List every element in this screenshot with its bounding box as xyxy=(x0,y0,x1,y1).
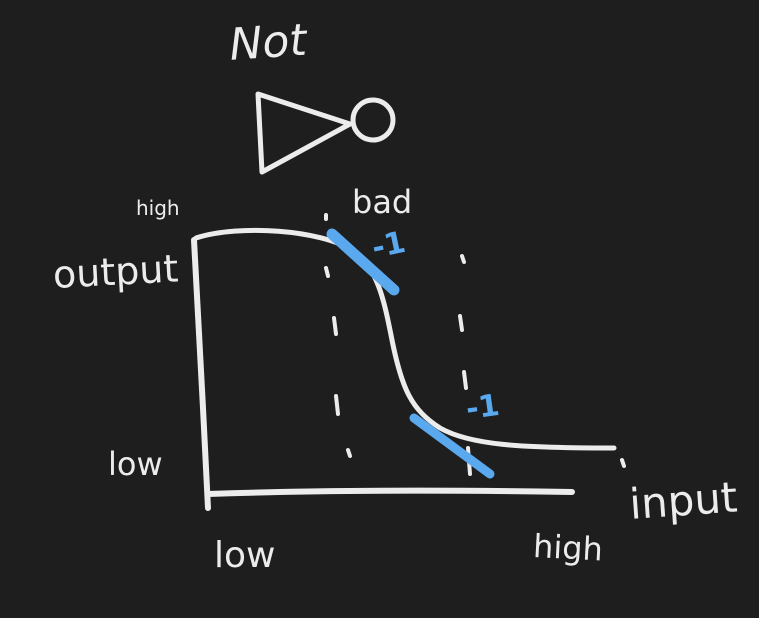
tangent-highlights xyxy=(326,228,495,479)
boundary-dash xyxy=(332,316,338,336)
x-axis-high-label: high xyxy=(532,527,604,569)
y-axis-high-label: high xyxy=(136,196,180,220)
boundary-dash xyxy=(324,266,330,278)
boundary-dash xyxy=(620,458,626,468)
boundary-dash xyxy=(334,394,340,416)
x-axis-line xyxy=(205,487,575,497)
tangent-line-lower-icon xyxy=(409,413,495,479)
y-axis-label: output xyxy=(51,246,180,297)
x-axis-label: input xyxy=(627,472,739,529)
not-gate-bubble xyxy=(350,97,396,143)
boundary-dash xyxy=(460,254,466,264)
region-boundaries xyxy=(324,213,626,476)
boundary-dash xyxy=(462,370,468,390)
boundary-dash xyxy=(458,314,464,332)
transfer-curve xyxy=(193,227,617,451)
not-gate-triangle xyxy=(255,91,353,175)
bad-region-label: bad xyxy=(352,183,413,221)
y-axis-low-label: low xyxy=(108,445,163,483)
boundary-dash xyxy=(346,448,352,458)
slope-label-lower: -1 xyxy=(463,387,502,428)
axes xyxy=(191,237,575,511)
not-gate-icon xyxy=(255,91,396,175)
tangent-line-upper-icon xyxy=(326,228,400,296)
diagram-title: Not xyxy=(227,14,309,71)
y-axis-line xyxy=(191,237,211,511)
slope-label-upper: -1 xyxy=(368,224,409,267)
x-axis-low-label: low xyxy=(214,535,276,576)
